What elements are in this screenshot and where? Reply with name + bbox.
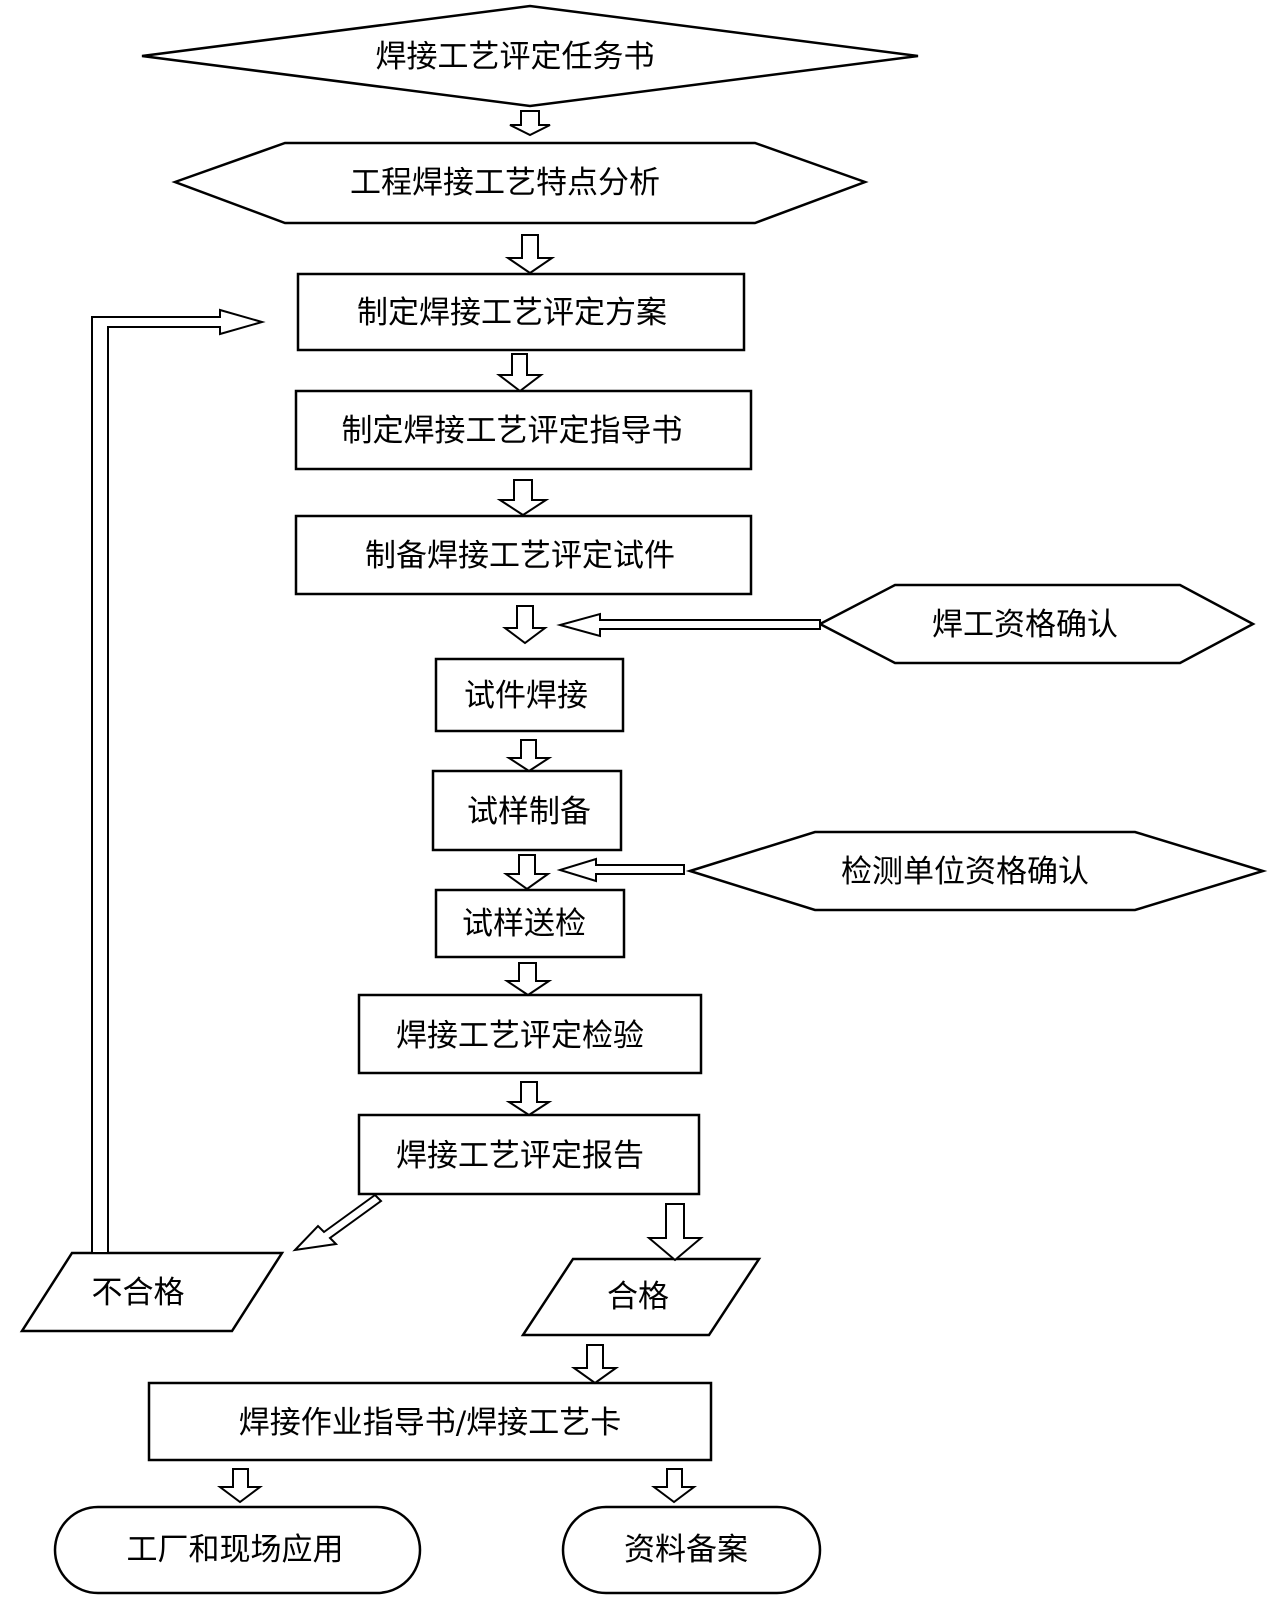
node-archive: 资料备案 bbox=[561, 1505, 822, 1595]
arrow-down-to-archive bbox=[651, 1468, 697, 1504]
arrow-down-to-wps bbox=[570, 1344, 620, 1385]
node-pass: 合格 bbox=[520, 1257, 762, 1337]
node-lab-qualification: 检测单位资格确认 bbox=[685, 830, 1268, 912]
node-report-label: 焊接工艺评定报告 bbox=[396, 1138, 644, 1174]
node-sample-prep: 试样制备 bbox=[431, 769, 623, 852]
node-inspection: 焊接工艺评定检验 bbox=[357, 993, 703, 1075]
arrow-down-8 bbox=[503, 962, 553, 997]
feedback-loop-arrow bbox=[91, 308, 266, 1254]
node-send-inspection: 试样送检 bbox=[434, 888, 626, 959]
arrow-down-7 bbox=[502, 854, 552, 891]
node-prepare: 制备焊接工艺评定试件 bbox=[294, 514, 753, 596]
arrow-down-9 bbox=[505, 1081, 553, 1117]
node-plan: 制定焊接工艺评定方案 bbox=[296, 272, 746, 352]
node-report: 焊接工艺评定报告 bbox=[357, 1113, 701, 1196]
node-task-book: 焊接工艺评定任务书 bbox=[141, 4, 919, 108]
node-analysis-label: 工程焊接工艺特点分析 bbox=[350, 165, 660, 201]
node-welder-qualification-label: 焊工资格确认 bbox=[932, 607, 1118, 643]
node-application: 工厂和现场应用 bbox=[53, 1505, 422, 1595]
node-test-weld: 试件焊接 bbox=[434, 657, 625, 733]
arrow-down-1 bbox=[509, 110, 551, 137]
node-wps-card: 焊接作业指导书/焊接工艺卡 bbox=[147, 1381, 713, 1462]
node-inspection-label: 焊接工艺评定检验 bbox=[396, 1018, 644, 1054]
node-test-weld-label: 试件焊接 bbox=[464, 678, 588, 714]
node-pass-label: 合格 bbox=[607, 1279, 669, 1315]
node-guide-label: 制定焊接工艺评定指导书 bbox=[342, 413, 683, 449]
arrow-report-to-fail bbox=[292, 1193, 383, 1252]
node-lab-qualification-label: 检测单位资格确认 bbox=[841, 854, 1089, 890]
node-sample-prep-label: 试样制备 bbox=[467, 794, 591, 830]
node-archive-label: 资料备案 bbox=[624, 1532, 748, 1568]
node-plan-label: 制定焊接工艺评定方案 bbox=[357, 295, 667, 331]
node-application-label: 工厂和现场应用 bbox=[127, 1532, 344, 1568]
node-fail-label: 不合格 bbox=[92, 1275, 185, 1311]
node-analysis: 工程焊接工艺特点分析 bbox=[171, 141, 869, 225]
arrow-down-pass bbox=[646, 1203, 704, 1262]
node-wps-card-label: 焊接作业指导书/焊接工艺卡 bbox=[239, 1405, 621, 1441]
node-fail: 不合格 bbox=[19, 1251, 285, 1333]
arrow-down-5 bbox=[502, 605, 548, 645]
node-prepare-label: 制备焊接工艺评定试件 bbox=[365, 538, 675, 574]
arrow-left-lab-qual bbox=[556, 857, 685, 883]
node-guide: 制定焊接工艺评定指导书 bbox=[294, 389, 753, 471]
arrow-down-to-application bbox=[217, 1468, 263, 1504]
arrow-down-4 bbox=[496, 479, 550, 517]
arrow-down-2 bbox=[504, 234, 556, 275]
arrow-down-3 bbox=[496, 353, 544, 393]
node-send-inspection-label: 试样送检 bbox=[462, 906, 586, 942]
node-task-book-label: 焊接工艺评定任务书 bbox=[376, 39, 655, 75]
arrow-down-6 bbox=[505, 739, 553, 773]
node-welder-qualification: 焊工资格确认 bbox=[817, 583, 1256, 665]
arrow-left-welder-qual bbox=[556, 612, 821, 638]
